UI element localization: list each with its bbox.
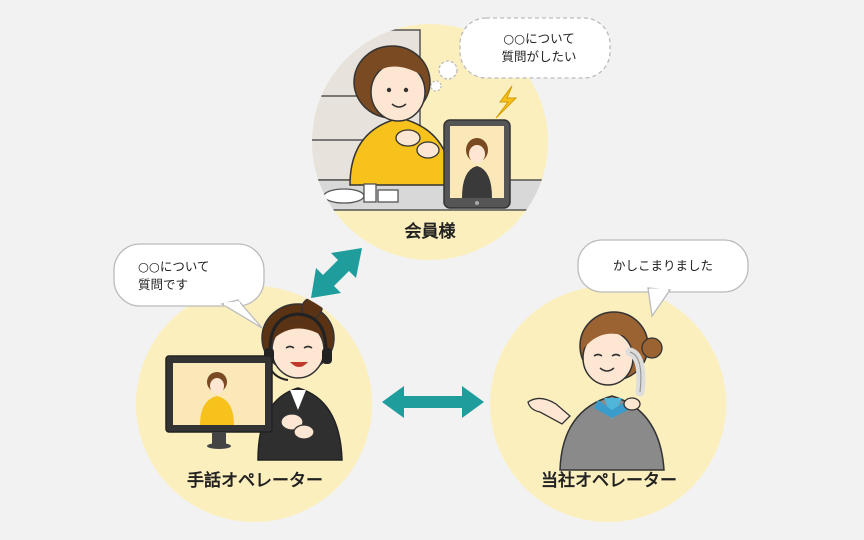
open-hand-icon <box>527 397 571 425</box>
tablet-icon <box>443 119 511 209</box>
lightning-icon <box>495 85 518 119</box>
member-label: 会員様 <box>404 222 456 242</box>
company-operator-scene <box>559 311 665 471</box>
sign-operator-speech-bubble <box>113 243 265 329</box>
company-operator-speech-bubble <box>577 239 749 318</box>
sign-operator-label: 手話オペレーター <box>187 471 323 491</box>
arrow-sign-company <box>382 386 484 418</box>
company-operator-speech-text: かしこまりました <box>612 258 713 273</box>
sign-operator-scene <box>257 297 343 461</box>
sign-operator-speech-text: ○○について 質問です <box>138 259 210 292</box>
monitor-icon <box>165 355 273 449</box>
company-operator-label: 当社オペレーター <box>541 471 677 491</box>
arrow-member-sign <box>311 248 362 298</box>
member-speech-text: ○○について 質問がしたい <box>501 31 577 64</box>
member-thought-bubble <box>430 17 611 92</box>
